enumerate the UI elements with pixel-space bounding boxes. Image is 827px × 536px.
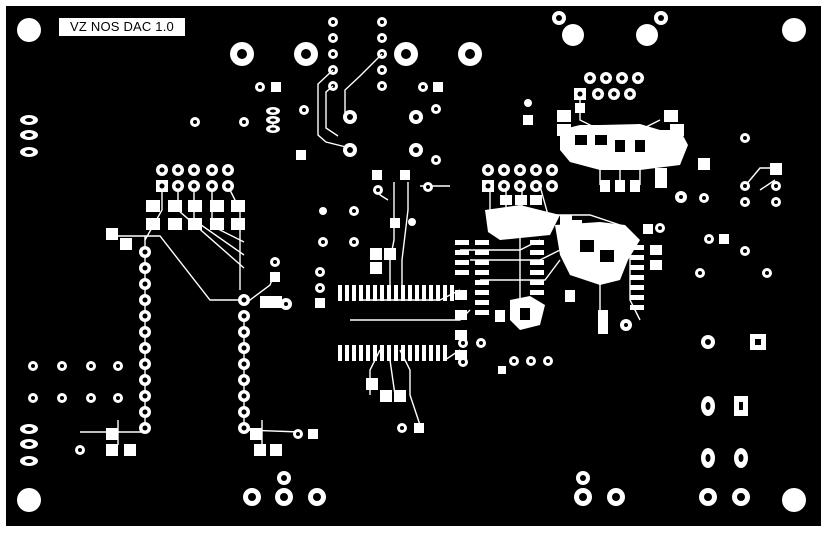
connector-hole	[562, 24, 584, 46]
ic-footprint-main	[338, 285, 454, 361]
mounting-hole	[782, 18, 806, 42]
mounting-hole	[17, 18, 41, 42]
mounting-hole	[782, 488, 806, 512]
bottom-connector-pads	[243, 471, 750, 506]
connector-hole	[636, 24, 658, 46]
mounting-holes	[17, 18, 806, 512]
ic-footprint-right	[455, 168, 667, 360]
smd-left-group	[106, 200, 506, 456]
board-title: VZ NOS DAC 1.0	[59, 18, 185, 36]
mounting-hole	[17, 488, 41, 512]
top-connector-holes	[230, 11, 668, 66]
